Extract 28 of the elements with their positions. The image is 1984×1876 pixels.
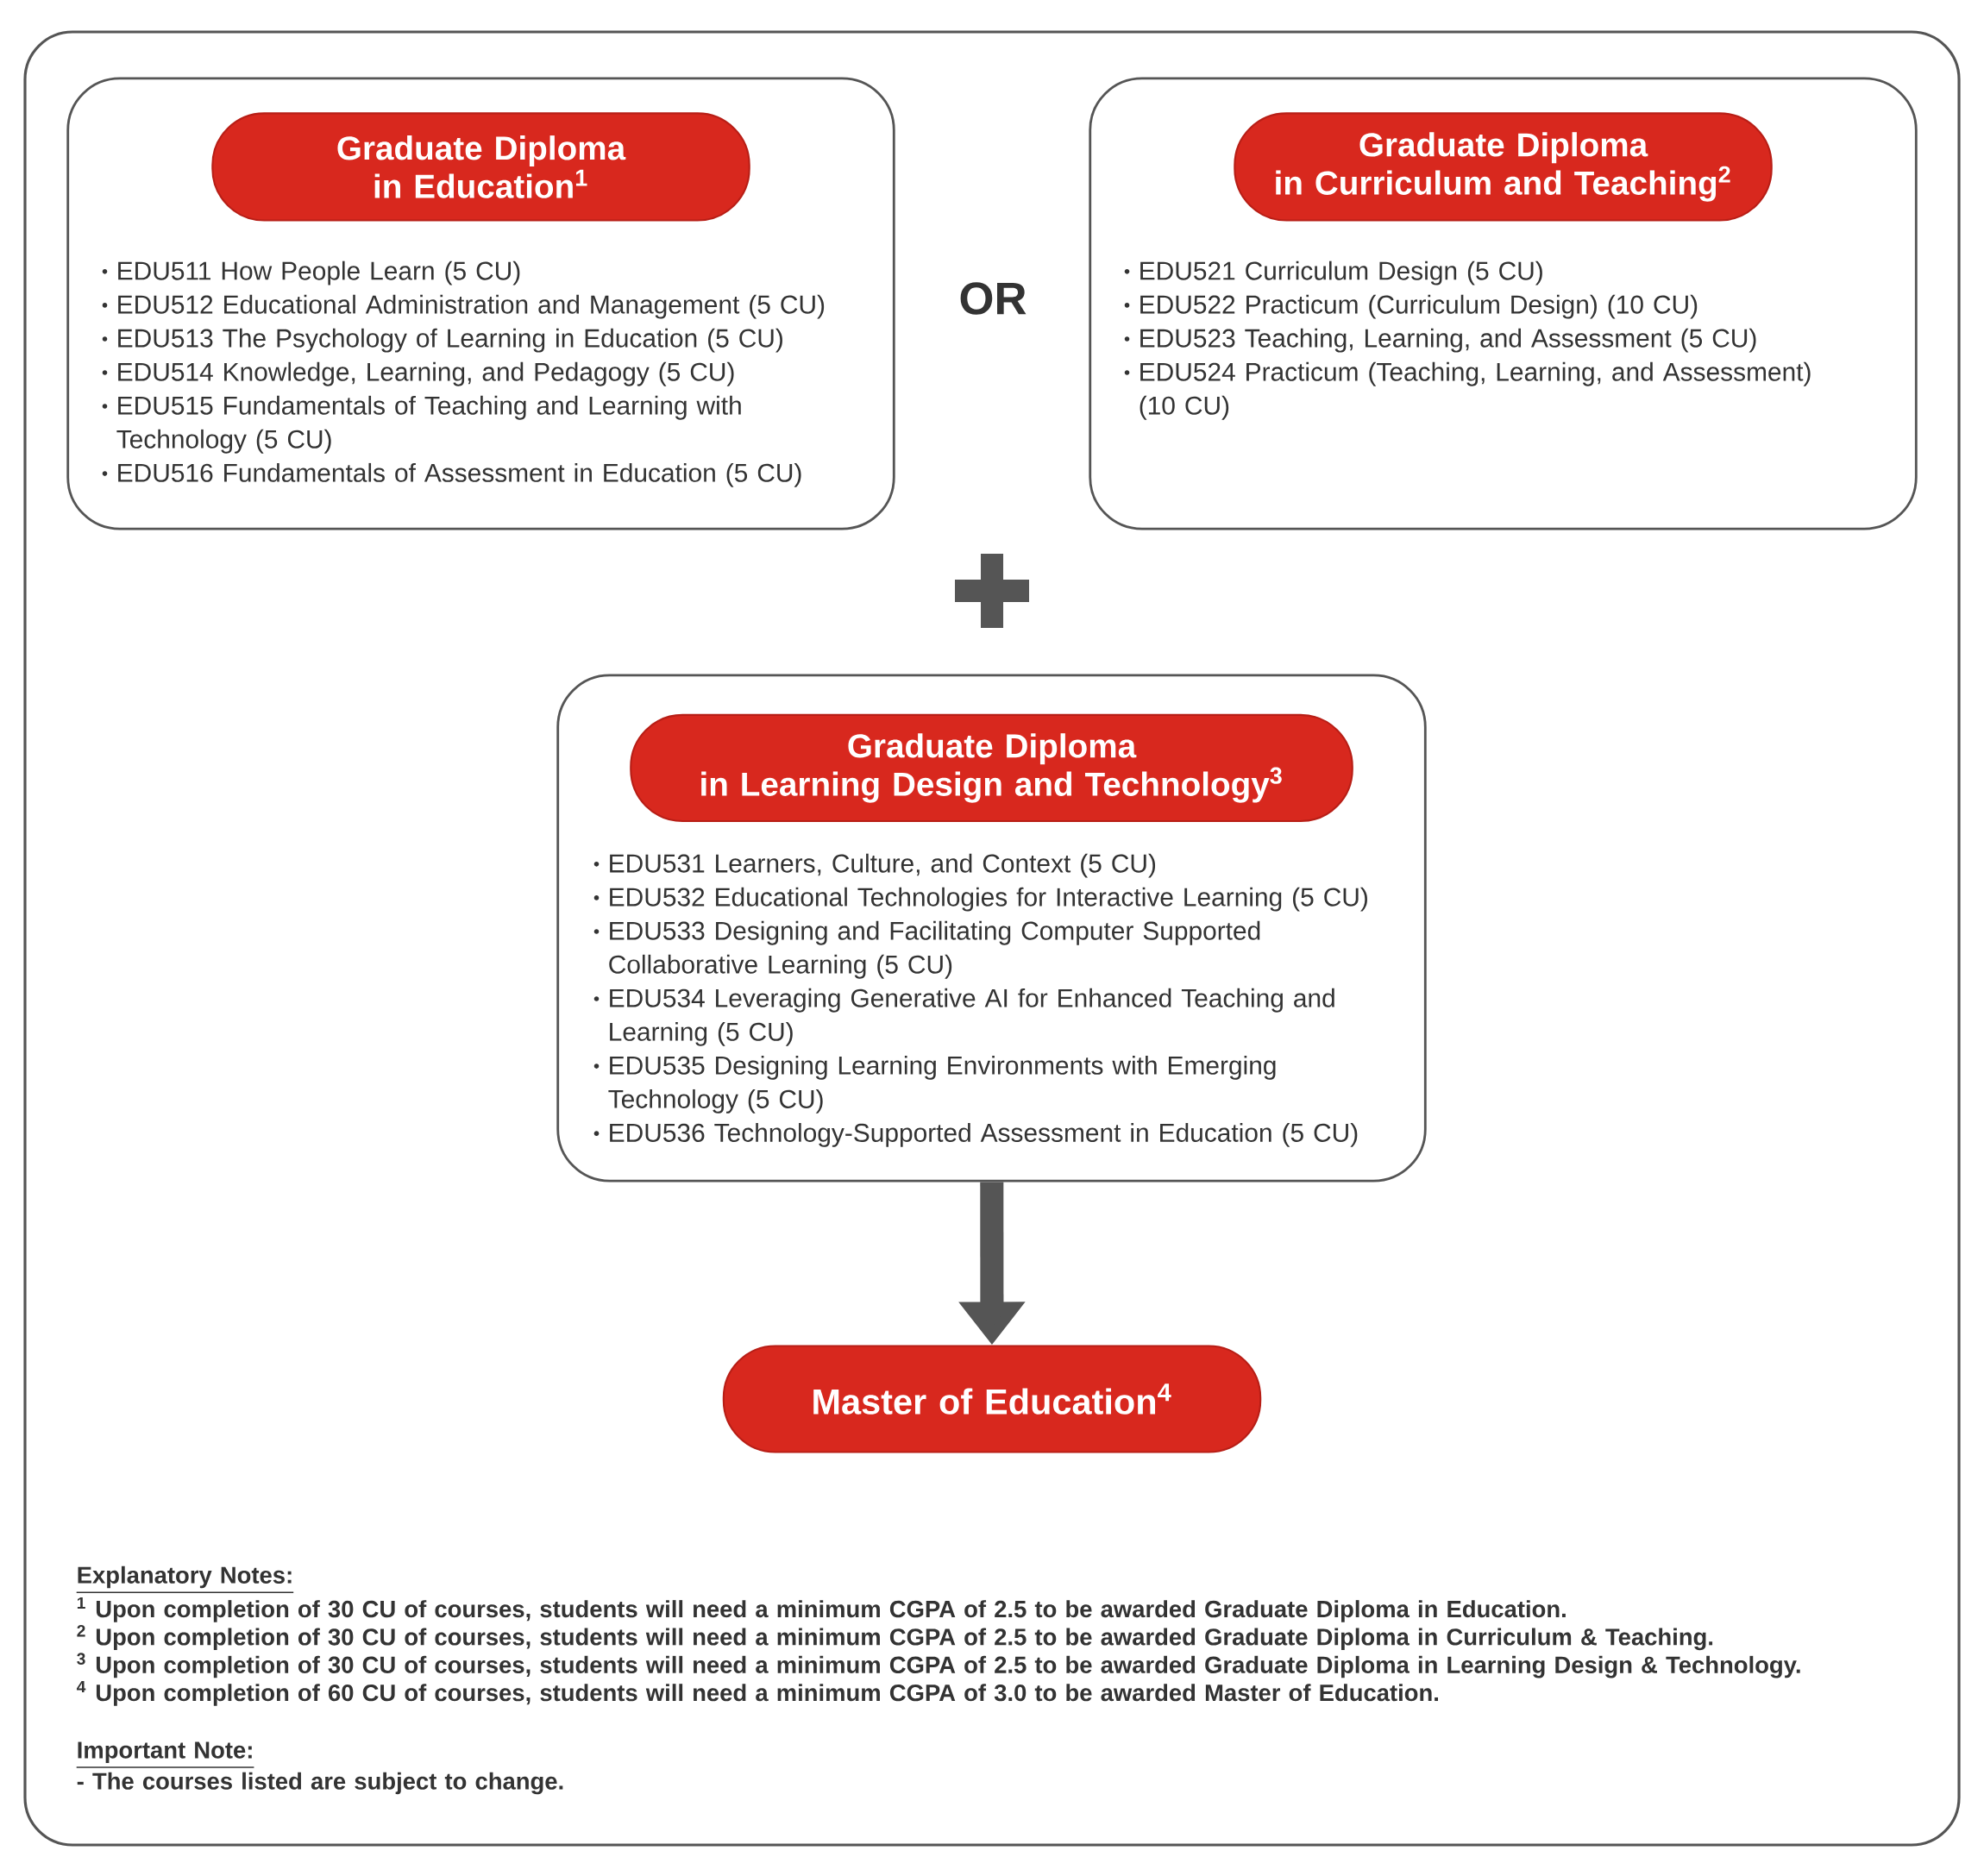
list-item: EDU512 Educational Administration and Management (5 CU) — [102, 294, 825, 319]
note-text: - The courses listed are subject to change. — [77, 1772, 563, 1795]
title-pill: Graduate Diploma in Education$^{1}$ — [211, 112, 750, 222]
list-item: EDU516 Fundamentals of Assessment in Education (5 CU) — [102, 462, 801, 487]
list-item: EDU515 Fundamentals of Teaching and Learning with Technology (5 CU) — [102, 395, 741, 454]
list-item: EDU535 Designing Learning Environments with Emerging Technology (5 CU) — [593, 1055, 1276, 1114]
title-pill: Graduate Diploma in Curriculum and Teaching$^{2}$ — [1234, 112, 1773, 222]
note-text: $^{2}$ Upon completion of 30 CU of courses, students will need a minimum CGPA of 2.5 to be awarded Graduate Diploma in Curriculum & Teaching. — [77, 1625, 1713, 1651]
list-item: EDU533 Designing and Facilitating Computer Supported Collaborative Learning (5 CU) — [593, 920, 1260, 979]
list-item: EDU531 Learners, Culture, and Context (5 CU) — [593, 853, 1156, 878]
note-heading: Important Note: — [76, 1741, 255, 1768]
note-text: $^{3}$ Upon completion of 30 CU of courses, students will need a minimum CGPA of 2.5 to be awarded Graduate Diploma in Learning Design & Technology. — [77, 1653, 1800, 1678]
title-pill: Graduate Diploma in Learning Design and Technology$^{3}$ — [630, 713, 1353, 823]
list-item: EDU523 Teaching, Learning, and Assessment (5 CU) — [1124, 328, 1756, 353]
note-text: $^{4}$ Upon completion of 60 CU of courses, students will need a minimum CGPA of 3.0 to be awarded Master of Education. — [77, 1680, 1438, 1706]
note-text: $^{1}$ Upon completion of 30 CU of courses, students will need a minimum CGPA of 2.5 to be awarded Graduate Diploma in Education. — [77, 1597, 1566, 1622]
list-item: EDU536 Technology-Supported Assessment in Education (5 CU) — [593, 1123, 1358, 1147]
list-item: EDU522 Practicum (Curriculum Design) (10 CU) — [1124, 294, 1698, 319]
note-heading: Explanatory Notes: — [76, 1565, 294, 1593]
or-label: OR — [960, 282, 1027, 315]
list-item: EDU513 The Psychology of Learning in Education (5 CU) — [102, 328, 782, 353]
list-item: EDU511 How People Learn (5 CU) — [102, 260, 520, 285]
list-item: EDU514 Knowledge, Learning, and Pedagogy (5 CU) — [102, 361, 734, 386]
list-item: EDU524 Practicum (Teaching, Learning, and Assessment) (10 CU) — [1124, 361, 1811, 420]
list-item: EDU534 Leveraging Generative AI for Enhanced Teaching and Learning (5 CU) — [593, 988, 1334, 1046]
list-item: EDU521 Curriculum Design (5 CU) — [1124, 260, 1542, 285]
title-pill: Master of Education$^{4}$ — [722, 1345, 1262, 1453]
list-item: EDU532 Educational Technologies for Interactive Learning (5 CU) — [593, 887, 1367, 912]
